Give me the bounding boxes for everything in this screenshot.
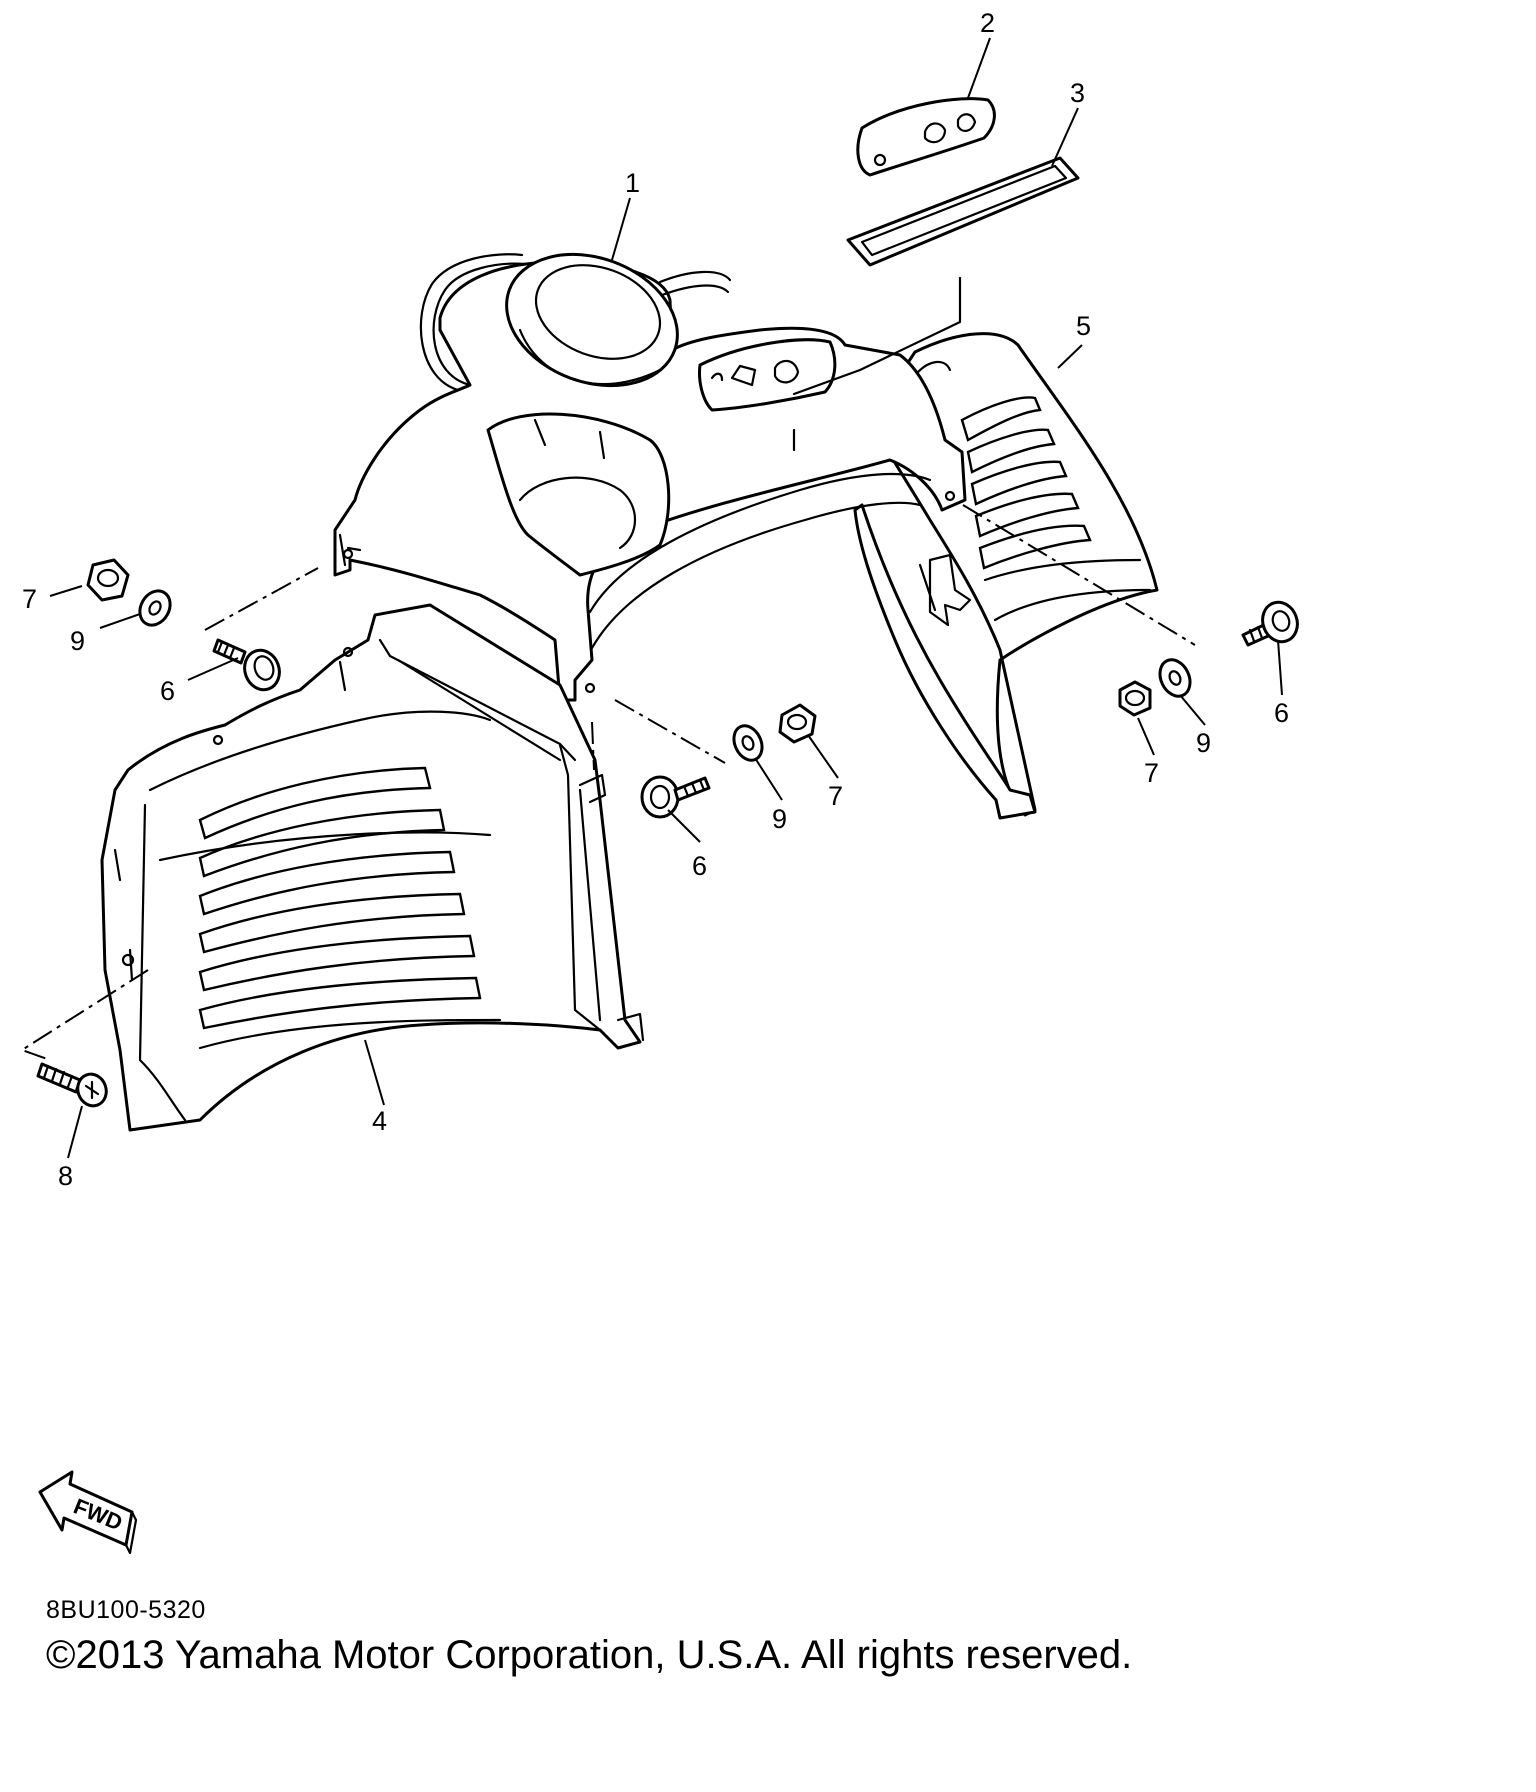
copyright-notice: ©2013 Yamaha Motor Corporation, U.S.A. A…: [46, 1633, 1133, 1677]
inner-fender-flap: [853, 503, 1037, 820]
fastener-washer-9-left: [138, 589, 172, 627]
callout-labels: 1 2 3 4 5 6 6 6 7 7 7 8 9 9 9: [22, 8, 1289, 1191]
callout-1: 1: [625, 168, 640, 198]
fastener-nut-7-left: [86, 558, 130, 602]
callout-5: 5: [1076, 311, 1091, 341]
callout-6-right: 6: [1274, 698, 1289, 728]
fastener-bolt-8: [36, 1062, 108, 1108]
fastener-bolt-6-center: [640, 775, 711, 819]
callout-7-right: 7: [1144, 758, 1159, 788]
callout-7-left: 7: [22, 584, 37, 614]
leader-lines: [49, 37, 1283, 1159]
callout-2: 2: [980, 8, 995, 38]
fwd-arrow-icon: FWD: [38, 1470, 138, 1555]
assembly-lines: [19, 504, 1196, 1061]
fastener-washer-9-right: [1158, 658, 1192, 698]
part-3-gasket: [846, 156, 1080, 267]
fastener-bolt-6-right: [1241, 600, 1299, 647]
part-1-front-body: [333, 252, 967, 702]
callout-9-right: 9: [1196, 728, 1211, 758]
callout-3: 3: [1070, 78, 1085, 108]
callout-4: 4: [372, 1106, 387, 1136]
callout-8: 8: [58, 1161, 73, 1191]
callout-9-left: 9: [70, 626, 85, 656]
part-4-left-fender: [100, 603, 645, 1132]
part-2-panel-plate: [856, 97, 996, 177]
fastener-nut-7-right: [1118, 680, 1152, 717]
callout-7-center: 7: [828, 781, 843, 811]
fastener-washer-9-center: [732, 724, 764, 762]
callout-9-center: 9: [772, 804, 787, 834]
callout-6-center: 6: [692, 851, 707, 881]
fastener-bolt-6-left: [212, 638, 281, 692]
callout-6-left: 6: [160, 676, 175, 706]
fastener-nut-7-center: [778, 703, 817, 744]
diagram-code: 8BU100-5320: [46, 1596, 206, 1624]
